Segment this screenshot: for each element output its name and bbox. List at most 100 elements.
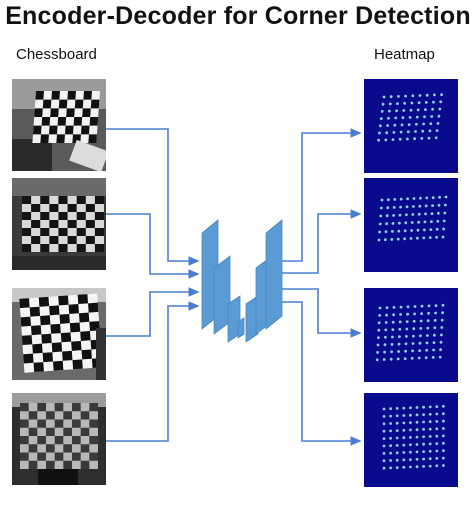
corner-dot <box>435 464 439 468</box>
chess-square <box>83 91 93 100</box>
chess-square <box>68 304 79 314</box>
corner-dot <box>395 421 399 425</box>
chess-square <box>40 228 50 236</box>
chess-square <box>49 204 59 212</box>
chess-square <box>20 436 29 445</box>
chess-square <box>63 460 72 469</box>
corner-dot <box>415 115 419 119</box>
chess-square <box>54 419 64 428</box>
corner-dot <box>391 222 395 225</box>
chess-square <box>42 352 54 363</box>
corner-dot <box>398 213 402 217</box>
chess-square <box>62 350 73 361</box>
chessboard-image-1 <box>12 79 106 171</box>
corner-dot <box>376 343 380 347</box>
corner-dot <box>382 444 386 448</box>
corner-dot <box>427 311 430 315</box>
chess-square <box>80 460 90 469</box>
chessboard-image-4 <box>12 393 106 485</box>
corner-dot <box>420 137 424 140</box>
corner-dot <box>413 305 417 308</box>
corner-dot <box>380 198 384 202</box>
chess-square <box>30 325 42 336</box>
corner-dot <box>407 123 411 126</box>
corner-dot <box>402 443 406 447</box>
chess-square <box>59 313 70 324</box>
corner-dot <box>442 227 445 231</box>
chess-square <box>72 359 83 370</box>
chess-square <box>50 323 61 334</box>
corner-dot <box>384 328 388 332</box>
corner-dot <box>435 420 439 423</box>
corner-dot <box>424 101 428 104</box>
corner-dot <box>389 451 392 455</box>
chess-square <box>58 99 68 109</box>
decoder-layer-3 <box>265 219 283 330</box>
corner-dot <box>426 319 430 323</box>
chess-square <box>54 436 64 445</box>
corner-dot <box>423 220 427 224</box>
corner-dot <box>380 110 384 113</box>
corner-dot <box>409 458 412 461</box>
corner-dot <box>426 326 430 330</box>
corner-dot <box>442 404 445 408</box>
corner-dot <box>410 221 414 224</box>
corner-dot <box>435 427 439 431</box>
corner-dot <box>442 456 445 460</box>
corner-dot <box>428 129 432 133</box>
corner-dot <box>412 319 416 323</box>
corner-dot <box>389 95 393 99</box>
corner-dot <box>396 357 400 361</box>
chess-square <box>40 196 50 204</box>
corner-dot <box>417 356 421 360</box>
corner-dot <box>410 229 413 232</box>
corner-dot <box>425 341 429 345</box>
corner-dot <box>424 204 428 208</box>
corner-dot <box>382 358 386 361</box>
corner-dot <box>431 356 435 359</box>
output-arrow-1 <box>280 128 362 262</box>
chess-square <box>72 403 81 412</box>
corner-dot <box>440 318 444 322</box>
chess-square <box>94 212 104 220</box>
corner-dot <box>435 434 439 438</box>
corner-dot <box>424 108 427 111</box>
chess-square <box>29 306 41 317</box>
corner-dot <box>377 138 380 142</box>
corner-dot <box>382 429 386 433</box>
corner-dot <box>415 457 419 461</box>
corner-dot <box>440 333 443 337</box>
chess-square <box>66 108 75 117</box>
chess-square <box>71 340 82 351</box>
bottleneck-layer <box>237 317 245 339</box>
corner-dot <box>393 198 397 201</box>
chessboard-image-3 <box>12 288 106 380</box>
corner-dot <box>420 304 424 308</box>
corner-dot <box>395 436 399 440</box>
corner-dot <box>440 93 443 96</box>
corner-dot <box>442 412 445 416</box>
chess-square <box>32 343 43 354</box>
corner-dot <box>444 195 448 199</box>
chess-square <box>21 335 33 346</box>
corner-dot <box>409 428 412 432</box>
corner-dot <box>425 196 429 200</box>
chess-square <box>49 220 59 228</box>
corner-dot <box>378 306 382 310</box>
corner-dot <box>411 213 415 216</box>
corner-dot <box>406 137 409 141</box>
corner-dot <box>392 214 395 217</box>
corner-dot <box>379 124 382 128</box>
corner-dot <box>397 229 401 233</box>
chess-square <box>32 125 42 135</box>
chess-square <box>85 236 95 244</box>
diagram-title: Encoder-Decoder for Corner Detection <box>5 2 471 30</box>
corner-dot <box>398 335 401 339</box>
corner-dot <box>442 219 446 223</box>
corner-dot <box>412 334 415 338</box>
corner-dot <box>389 466 392 470</box>
corner-dot <box>385 214 389 218</box>
corner-dot <box>404 349 407 353</box>
corner-dot <box>422 428 425 431</box>
corner-dot <box>382 95 386 99</box>
